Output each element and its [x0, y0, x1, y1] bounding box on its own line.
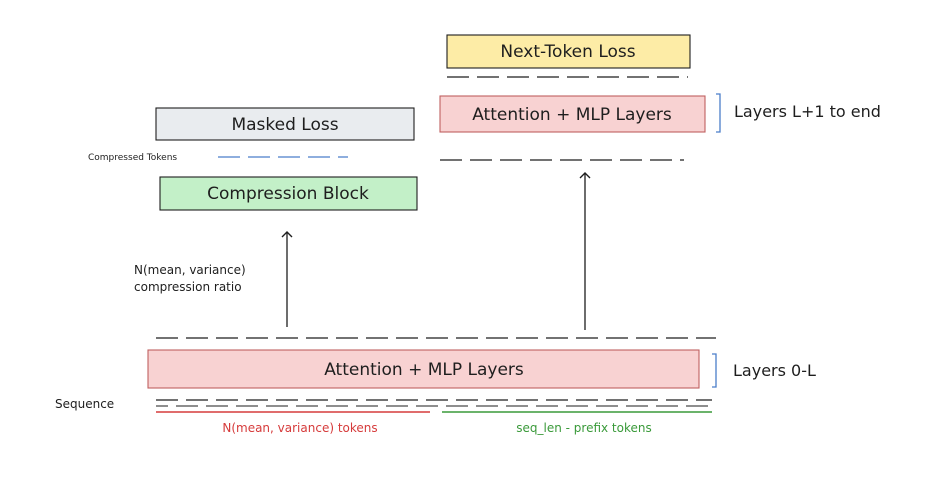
next-token-loss-rect — [446, 34, 691, 69]
remaining-tokens-label: seq_len - prefix tokens — [516, 421, 652, 435]
attention-top-box: Attention + MLP Layers — [439, 95, 706, 133]
masked-loss-rect — [155, 107, 415, 141]
layers-top-label: Layers L+1 to end — [734, 102, 881, 121]
layers-bottom-label: Layers 0-L — [733, 361, 816, 380]
masked-loss-box: Masked Loss — [155, 107, 415, 141]
compressed-tokens-label: Compressed Tokens — [88, 153, 177, 163]
sequence-label: Sequence — [55, 397, 114, 411]
layers-top-bracket — [716, 93, 721, 133]
compression-ratio-line2: compression ratio — [134, 280, 242, 294]
compression-block-rect — [159, 176, 418, 211]
next-token-loss-label: Next-Token Loss — [500, 42, 635, 62]
attention-bottom-rect — [147, 349, 700, 389]
compression-block-box: Compression Block — [159, 176, 418, 211]
compression-ratio-line1: N(mean, variance) — [134, 263, 246, 277]
attention-top-rect — [439, 95, 706, 133]
prefix-tokens-label: N(mean, variance) tokens — [222, 421, 377, 435]
masked-loss-label: Masked Loss — [231, 115, 338, 135]
compression-block-label: Compression Block — [207, 184, 369, 204]
attention-top-label: Attention + MLP Layers — [472, 105, 672, 125]
attention-bottom-box: Attention + MLP Layers — [147, 349, 700, 389]
layers-bottom-bracket — [712, 353, 717, 388]
next-token-loss-box: Next-Token Loss — [446, 34, 691, 69]
attention-bottom-label: Attention + MLP Layers — [324, 360, 524, 380]
